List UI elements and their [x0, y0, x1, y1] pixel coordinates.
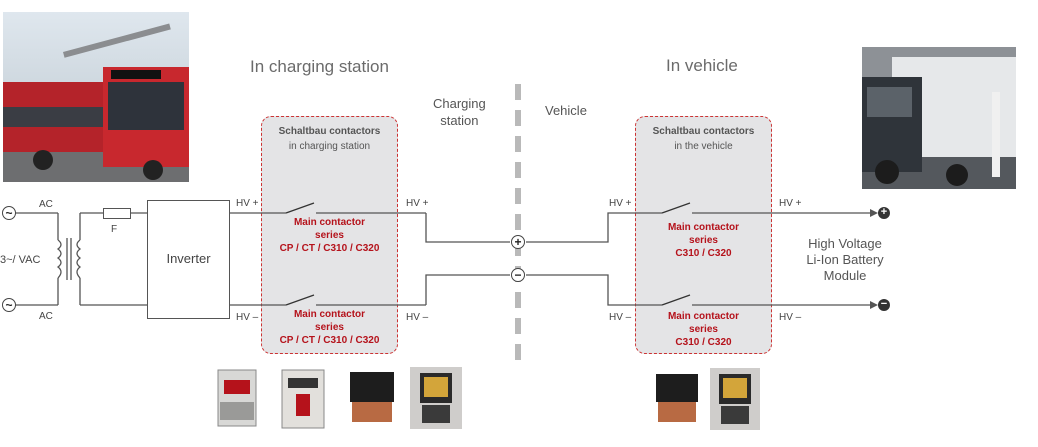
contactor-line: series	[689, 235, 718, 246]
contactor-line: CP / CT / C310 / C320	[279, 335, 380, 346]
contactor-photo-c310	[344, 366, 402, 428]
left-box-title: Schaltbau contactors	[278, 126, 381, 137]
vehicle-header: In vehicle	[666, 56, 738, 75]
fuse-label: F	[111, 224, 118, 235]
left-top-contactor-label: Main contactor series CP / CT / C310 / C…	[261, 216, 398, 255]
inverter-label: Inverter	[166, 251, 211, 266]
battery-label-line: Li-Ion Battery	[806, 252, 884, 267]
plus-terminal-icon: +	[511, 235, 525, 249]
contactor-line: series	[315, 322, 344, 333]
ac-top-label: AC	[39, 199, 53, 210]
contactor-photo-c310-vehicle	[650, 370, 704, 428]
contactor-line: C310 / C320	[675, 337, 732, 348]
left-box-subtitle: in charging station	[288, 141, 371, 152]
hv-minus-label: HV –	[406, 312, 429, 323]
electric-bus-photo	[3, 12, 189, 182]
charging-station-header: In charging station	[250, 57, 389, 76]
inverter-block: Inverter	[147, 200, 230, 319]
battery-label-line: Module	[823, 268, 867, 283]
contactor-line: Main contactor	[293, 217, 366, 228]
charging-station-box-title: Schaltbau contactors in charging station	[261, 124, 398, 154]
right-box-subtitle: in the vehicle	[674, 141, 733, 152]
hv-plus-label: HV +	[406, 198, 429, 209]
contactor-photo-c320	[410, 367, 462, 429]
battery-label-line: High Voltage	[808, 236, 882, 251]
divider-charging-station-label: Charging station	[433, 96, 486, 128]
plus-terminal-icon: +	[878, 207, 890, 219]
hv-plus-label: HV +	[609, 198, 632, 209]
right-top-contactor-label: Main contactor series C310 / C320	[635, 221, 772, 260]
contactor-line: C310 / C320	[675, 248, 732, 259]
contactor-line: CP / CT / C310 / C320	[279, 243, 380, 254]
contactor-line: Main contactor	[293, 309, 366, 320]
vehicle-contactor-box	[635, 116, 772, 354]
vehicle-box-title: Schaltbau contactors in the vehicle	[635, 124, 772, 154]
hv-plus-label: HV +	[236, 198, 259, 209]
electric-truck-photo	[862, 47, 1016, 189]
left-bottom-contactor-label: Main contactor series CP / CT / C310 / C…	[261, 308, 398, 347]
charging-station-contactor-box	[261, 116, 398, 354]
contactor-line: series	[315, 230, 344, 241]
hv-minus-label: HV –	[236, 312, 259, 323]
fuse-icon	[103, 208, 131, 219]
contactor-photo-ct	[276, 364, 332, 434]
divider-vehicle-label: Vehicle	[545, 103, 587, 118]
minus-terminal-icon: −	[511, 268, 525, 282]
hv-minus-label: HV –	[779, 312, 802, 323]
minus-terminal-icon: −	[878, 299, 890, 311]
hv-minus-label: HV –	[609, 312, 632, 323]
contactor-line: series	[689, 324, 718, 335]
battery-label: High Voltage Li-Ion Battery Module	[800, 236, 890, 284]
ac-terminal-icon: ~	[2, 298, 16, 312]
voltage-label: 3~/ VAC	[0, 254, 41, 266]
ac-terminal-icon: ~	[2, 206, 16, 220]
ac-bottom-label: AC	[39, 311, 53, 322]
contactor-photo-cp	[210, 362, 268, 434]
contactor-line: Main contactor	[667, 222, 740, 233]
contactor-photo-c320-vehicle	[710, 368, 760, 430]
contactor-line: Main contactor	[667, 311, 740, 322]
right-bottom-contactor-label: Main contactor series C310 / C320	[635, 310, 772, 349]
hv-plus-label: HV +	[779, 198, 802, 209]
right-box-title: Schaltbau contactors	[652, 126, 755, 137]
